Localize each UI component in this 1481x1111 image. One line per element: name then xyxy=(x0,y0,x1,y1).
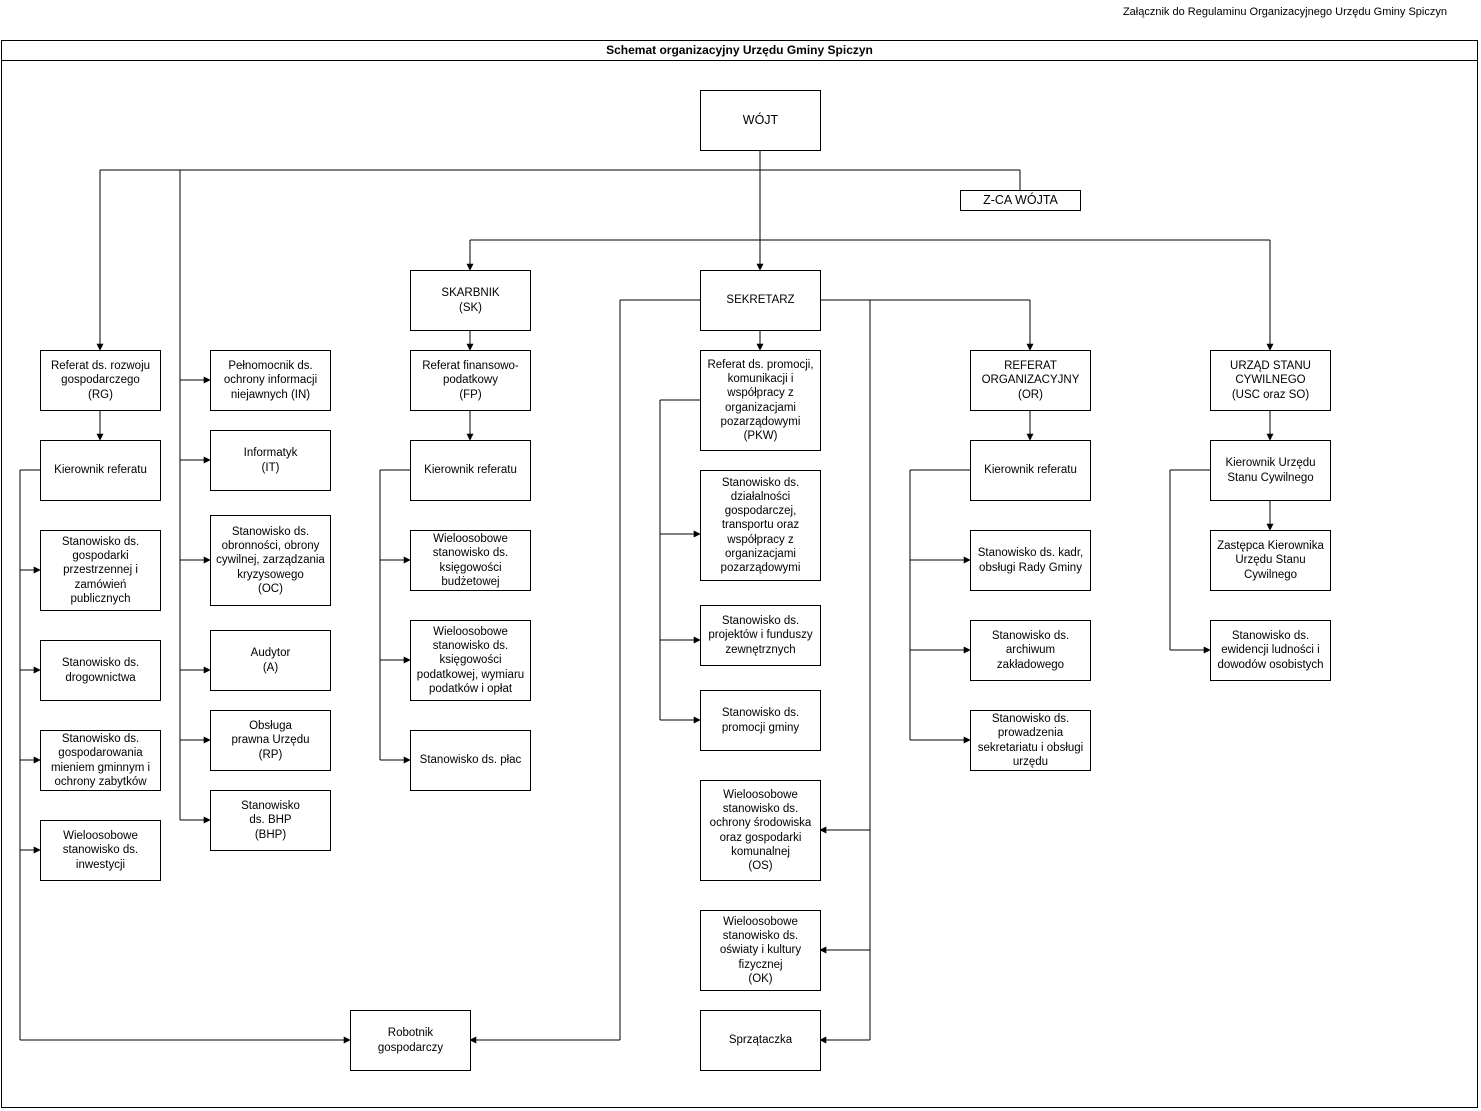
node-it: Informatyk (IT) xyxy=(210,430,331,491)
node-usc: URZĄD STANU CYWILNEGO (USC oraz SO) xyxy=(1210,350,1331,411)
node-bhp: Stanowisko ds. BHP (BHP) xyxy=(210,790,331,851)
node-zca-wojta: Z-CA WÓJTA xyxy=(960,190,1081,211)
node-or-kadry: Stanowisko ds. kadr, obsługi Rady Gminy xyxy=(970,530,1091,591)
node-oc: Stanowisko ds. obronności, obrony cywiln… xyxy=(210,515,331,606)
node-rg-inwestycje: Wieloosobowe stanowisko ds. inwestycji xyxy=(40,820,161,881)
attachment-note: Załącznik do Regulaminu Organizacyjnego … xyxy=(1122,6,1447,18)
node-sprzataczka: Sprzątaczka xyxy=(700,1010,821,1071)
node-pkw-dzialalnosc: Stanowisko ds. działalności gospodarczej… xyxy=(700,470,821,581)
node-or: REFERAT ORGANIZACYJNY (OR) xyxy=(970,350,1091,411)
node-rg-mienie: Stanowisko ds. gospodarowania mieniem gm… xyxy=(40,730,161,791)
node-usc-zastepca: Zastępca Kierownika Urzędu Stanu Cywilne… xyxy=(1210,530,1331,591)
node-fp-kierownik: Kierownik referatu xyxy=(410,440,531,501)
node-rg: Referat ds. rozwoju gospodarczego (RG) xyxy=(40,350,161,411)
node-fp: Referat finansowo-podatkowy (FP) xyxy=(410,350,531,411)
node-or-sekretariat: Stanowisko ds. prowadzenia sekretariatu … xyxy=(970,710,1091,771)
node-a: Audytor (A) xyxy=(210,630,331,691)
node-or-kierownik: Kierownik referatu xyxy=(970,440,1091,501)
node-in: Pełnomocnik ds. ochrony informacji nieja… xyxy=(210,350,331,411)
node-pkw: Referat ds. promocji, komunikacji i wspó… xyxy=(700,350,821,451)
node-wojt: WÓJT xyxy=(700,90,821,151)
node-pkw-projekty: Stanowisko ds. projektów i funduszy zewn… xyxy=(700,605,821,666)
node-ok: Wieloosobowe stanowisko ds. oświaty i ku… xyxy=(700,910,821,991)
node-fp-place: Stanowisko ds. płac xyxy=(410,730,531,791)
node-rg-przestrzenna: Stanowisko ds. gospodarki przestrzennej … xyxy=(40,530,161,611)
node-pkw-promocja: Stanowisko ds. promocji gminy xyxy=(700,690,821,751)
node-rp: Obsługa prawna Urzędu (RP) xyxy=(210,710,331,771)
node-fp-budzet: Wieloosobowe stanowisko ds. księgowości … xyxy=(410,530,531,591)
node-usc-ewidencja: Stanowisko ds. ewidencji ludności i dowo… xyxy=(1210,620,1331,681)
diagram-title: Schemat organizacyjny Urzędu Gminy Spicz… xyxy=(1,40,1478,61)
node-skarbnik: SKARBNIK (SK) xyxy=(410,270,531,331)
node-rg-drogownictwo: Stanowisko ds. drogownictwa xyxy=(40,640,161,701)
node-os: Wieloosobowe stanowisko ds. ochrony środ… xyxy=(700,780,821,881)
node-usc-kierownik: Kierownik Urzędu Stanu Cywilnego xyxy=(1210,440,1331,501)
node-or-archiwum: Stanowisko ds. archiwum zakładowego xyxy=(970,620,1091,681)
node-sekretarz: SEKRETARZ xyxy=(700,270,821,331)
node-robotnik: Robotnik gospodarczy xyxy=(350,1010,471,1071)
node-rg-kierownik: Kierownik referatu xyxy=(40,440,161,501)
node-fp-podatki: Wieloosobowe stanowisko ds. księgowości … xyxy=(410,620,531,701)
